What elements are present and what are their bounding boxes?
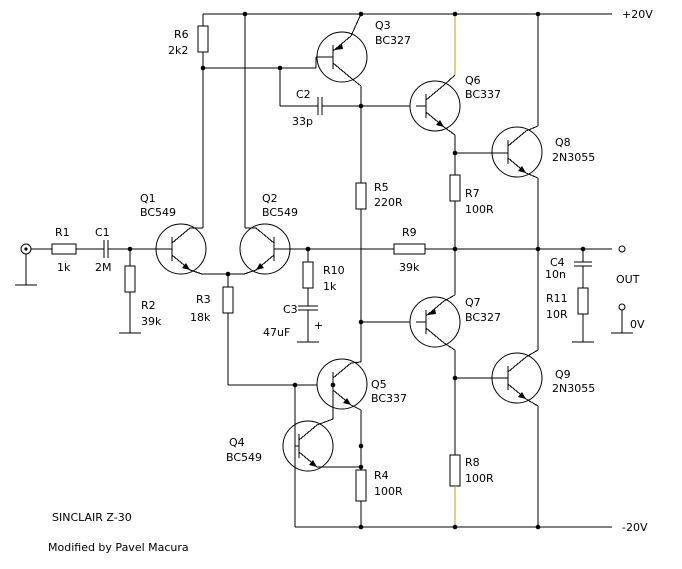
transistor-q2 [239,223,291,275]
negative-rail-label: -20V [622,521,648,534]
q9-ref: Q9 [555,368,571,381]
wire-upper-emitter [454,135,491,175]
r5-ref: R5 [374,181,389,194]
resistor-r7 [449,174,461,249]
transistor-q9 [491,349,543,407]
r4-value: 100R [374,485,403,498]
node-dot [358,464,364,470]
r10-ref: R10 [323,264,345,277]
q5-type: BC337 [371,392,407,405]
schematic-title: SINCLAIR Z-30 [52,511,132,524]
resistor-r11 [572,287,594,343]
node-dot [292,382,298,388]
r9-ref: R9 [402,226,417,239]
r7-value: 100R [465,203,494,216]
wire-q2-collector [244,14,256,229]
resistor-r5 [355,182,367,210]
node-dot [535,524,541,530]
r2-value: 39k [141,315,162,328]
r7-ref: R7 [465,187,480,200]
node-dot [358,443,364,449]
output-terminal [618,245,626,253]
resistor-r10 [302,249,314,306]
node-dot [358,11,364,17]
capacitor-c4 [574,249,592,288]
c4-ref: C4 [550,256,565,269]
c3-polarity: + [314,319,323,332]
transistor-q7 [409,294,461,351]
schematic-author: Modified by Pavel Macura [48,541,189,554]
node-dot [452,11,458,17]
r6-value: 2k2 [168,44,188,57]
q1-ref: Q1 [140,192,156,205]
node-dot [330,382,336,388]
r11-ref: R11 [546,292,568,305]
q7-type: BC327 [465,311,501,324]
c2-ref: C2 [296,88,311,101]
capacitor-c2 [279,68,416,115]
q4-type: BC549 [226,451,262,464]
r1-ref: R1 [55,226,70,239]
input-connector [15,243,52,286]
transistor-q6 [409,74,461,136]
r5-value: 220R [374,196,403,209]
transistor-q8 [491,125,543,179]
r3-value: 18k [190,311,211,324]
q9-type: 2N3055 [552,382,595,395]
q1-type: BC549 [140,206,176,219]
q8-type: 2N3055 [552,151,595,164]
node-dot [358,524,364,530]
resistor-r2 [119,249,141,334]
ground-label: 0V [630,318,645,331]
r3-ref: R3 [196,293,211,306]
node-dot [452,524,458,530]
r4-ref: R4 [374,469,389,482]
r8-value: 100R [465,472,494,485]
r9-value: 39k [399,261,420,274]
positive-rail-label: +20V [622,8,653,21]
wire-emitters [189,269,257,287]
r8-ref: R8 [465,456,480,469]
resistor-r8 [449,454,461,527]
c1-ref: C1 [95,226,110,239]
node-dot [452,375,458,381]
transistor-q5 [316,358,368,411]
c3-ref: C3 [283,303,298,316]
resistor-r4 [355,410,367,527]
r1-value: 1k [57,261,71,274]
q6-type: BC337 [465,88,501,101]
c1-value: 2M [95,261,112,274]
node-dot [277,65,283,71]
transistor-q1 [155,223,207,275]
node-dot [225,271,231,277]
c3-value: 47uF [263,326,290,339]
q3-ref: Q3 [375,19,391,32]
q6-ref: Q6 [465,74,481,87]
q8-ref: Q8 [555,136,571,149]
q4-ref: Q4 [229,436,245,449]
c4-value: 10n [545,268,566,281]
resistor-r6 [190,14,209,229]
q2-type: BC549 [262,206,298,219]
q5-ref: Q5 [371,378,387,391]
r6-ref: R6 [174,28,189,41]
wire-lower-emitter [454,249,491,455]
q2-ref: Q2 [262,192,278,205]
node-dot [535,11,541,17]
resistor-r9 [393,243,426,255]
q7-ref: Q7 [465,296,481,309]
c2-value: 33p [292,115,313,128]
capacitor-c3 [297,305,319,343]
r10-value: 1k [323,280,337,293]
r2-ref: R2 [141,299,156,312]
ground-terminal [611,303,633,334]
transistor-q3 [315,13,368,87]
output-label: OUT [616,273,640,286]
resistor-r3 [222,286,333,386]
node-dot [452,150,458,156]
r11-value: 10R [546,308,568,321]
q3-type: BC327 [375,34,411,47]
resistor-r1 [51,243,104,255]
